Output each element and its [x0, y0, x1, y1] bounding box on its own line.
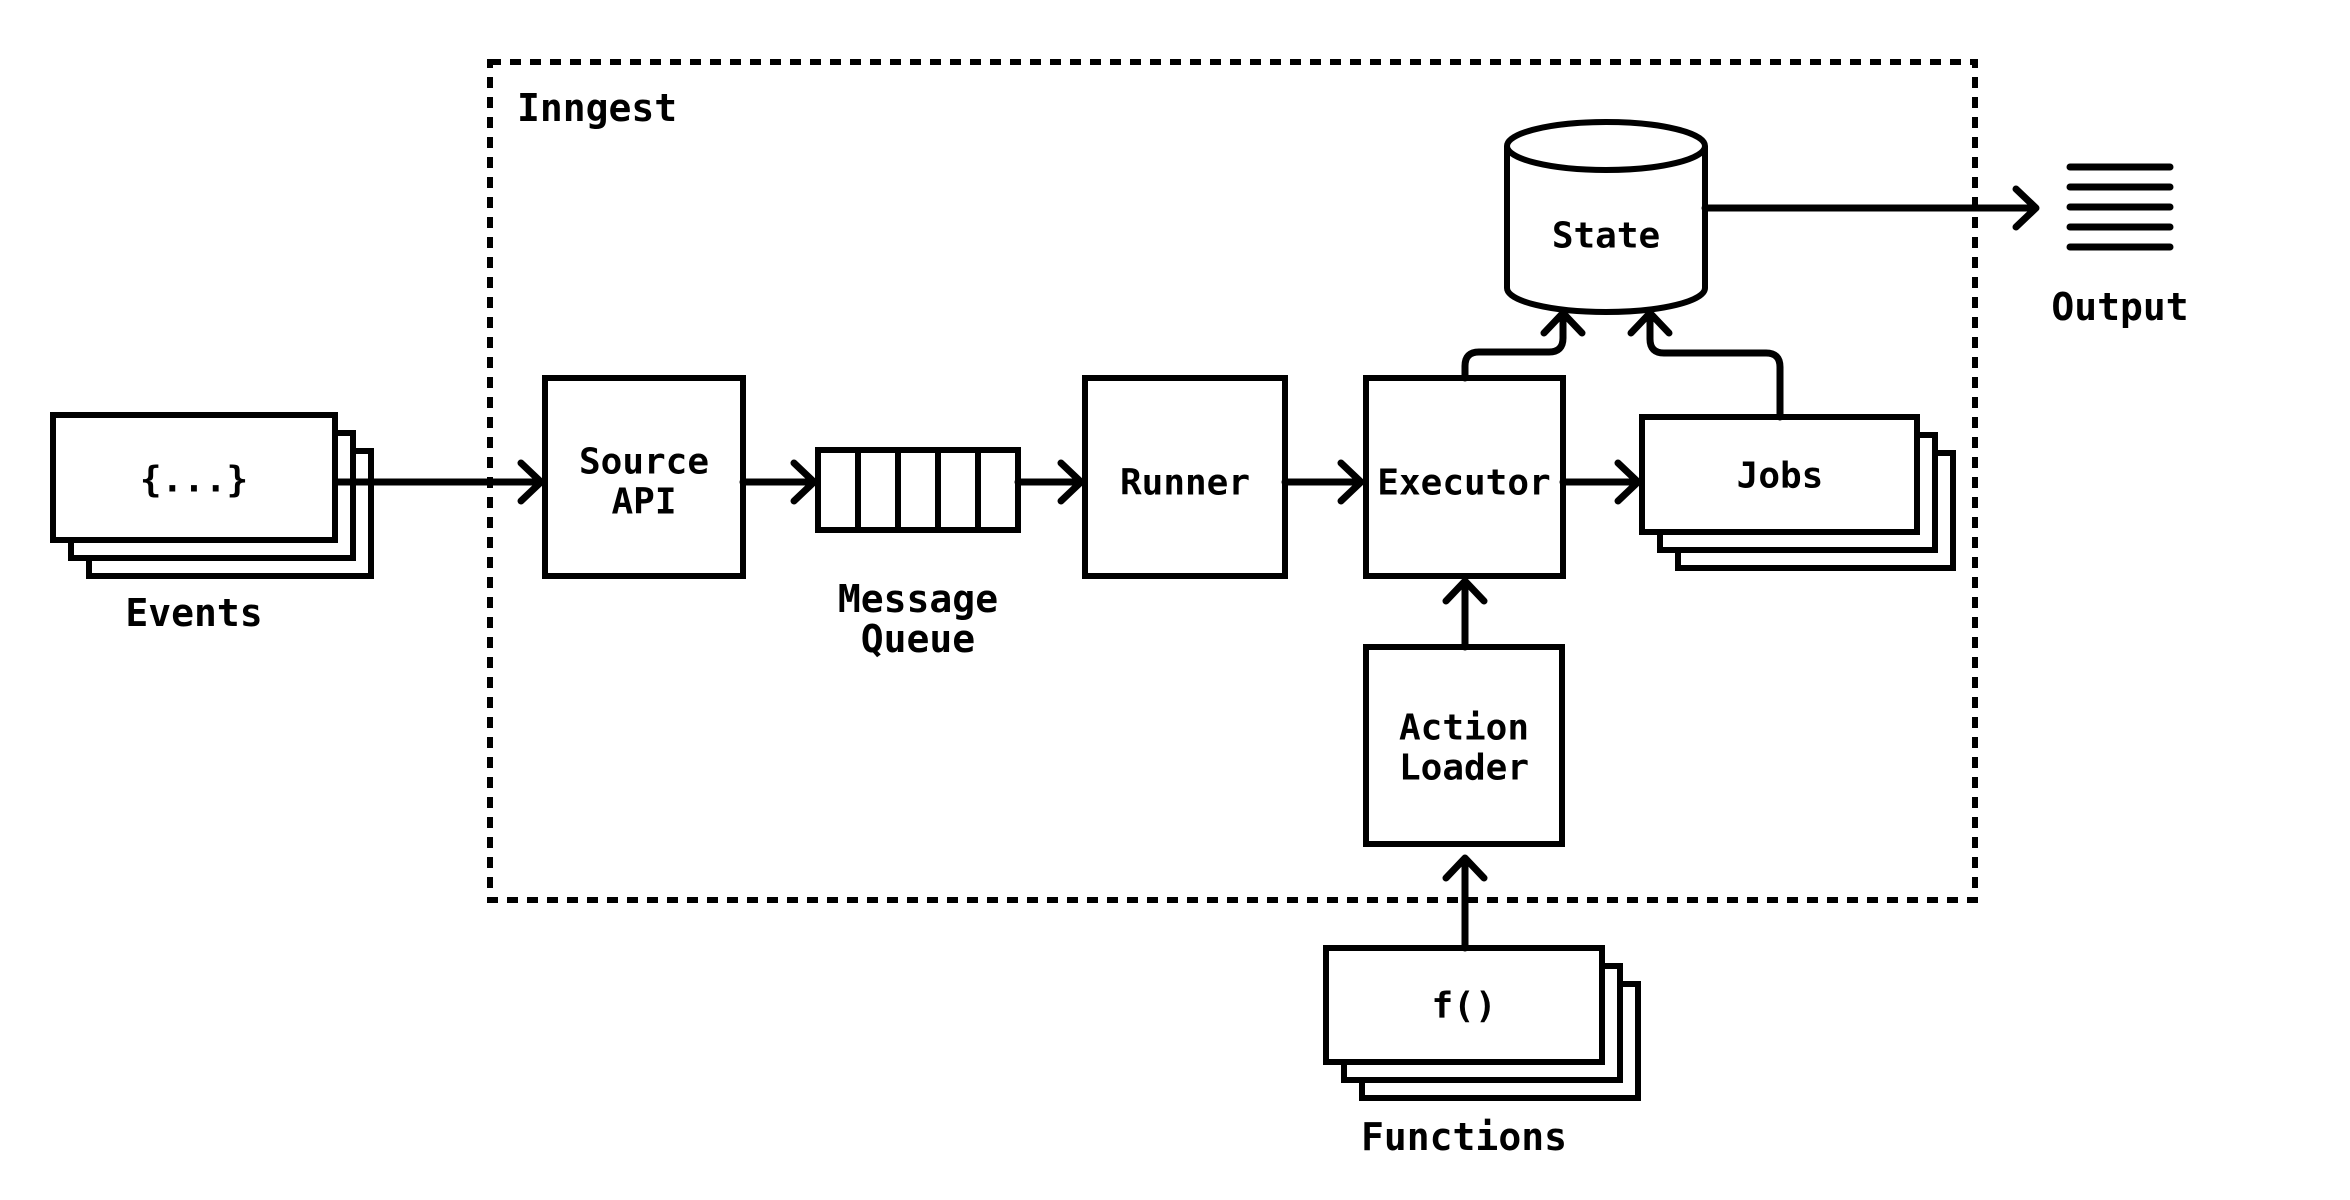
arrowhead-right-icon [1057, 459, 1085, 505]
node-action-loader: Action Loader [1363, 644, 1565, 847]
arrowhead-right-icon [790, 459, 818, 505]
source-api-label-line1: Source [579, 442, 709, 483]
action-loader-box [1363, 644, 1565, 847]
runner-box [1082, 375, 1288, 579]
arrow-executor-to-state [1461, 309, 1586, 382]
runner-label: Runner [1120, 463, 1250, 504]
node-executor: Executor [1363, 375, 1566, 579]
arrow-runner-to-executor [1281, 459, 1365, 505]
node-functions: f() Functions [1323, 945, 1641, 1159]
executor-box [1363, 375, 1566, 579]
arrow-shaft [1646, 314, 1784, 421]
state-cylinder-body [1504, 146, 1708, 315]
arrowhead-right-icon [1337, 459, 1365, 505]
arrowhead-up-icon [1627, 309, 1673, 337]
arrow-jobs-to-state [1627, 309, 1784, 421]
node-source-api: Source API [542, 375, 746, 579]
arrowhead-up-icon [1540, 309, 1586, 337]
message-queue-caption-line1: Message [838, 577, 998, 621]
state-label: State [1552, 216, 1660, 257]
node-jobs: Jobs [1639, 414, 1956, 571]
inngest-boundary-label: Inngest [517, 86, 677, 130]
events-box [50, 412, 338, 543]
jobs-box [1639, 414, 1920, 535]
arrow-shaft [1461, 314, 1567, 382]
events-caption: Events [125, 591, 262, 635]
arrowhead-right-icon [517, 459, 545, 505]
arrowhead-right-icon [2012, 185, 2040, 231]
arrow-events-to-source-api [333, 459, 545, 505]
arrow-executor-to-jobs [1559, 459, 1642, 505]
message-queue-box [815, 447, 1021, 533]
message-queue-caption-line2: Queue [861, 617, 975, 661]
arrowhead-up-icon [1442, 854, 1488, 882]
output-icon [2066, 163, 2174, 251]
source-api-box [542, 375, 746, 579]
functions-box [1323, 945, 1605, 1065]
node-events: {...} Events [50, 412, 374, 635]
functions-caption: Functions [1361, 1115, 1567, 1159]
arrowhead-up-icon [1442, 577, 1488, 605]
jobs-label: Jobs [1737, 456, 1824, 497]
arrow-functions-to-action-loader [1442, 854, 1488, 952]
functions-code: f() [1431, 986, 1496, 1027]
state-cylinder-top [1504, 119, 1708, 173]
arrowhead-right-icon [1614, 459, 1642, 505]
events-code: {...} [140, 460, 248, 501]
executor-label: Executor [1377, 463, 1550, 504]
arrow-message-queue-to-runner [1014, 459, 1085, 505]
arrow-action-loader-to-executor [1442, 577, 1488, 651]
output-caption: Output [2051, 285, 2188, 329]
action-loader-label-line2: Loader [1399, 748, 1529, 789]
node-state: State [1504, 119, 1708, 315]
arrow-state-to-output [1701, 185, 2040, 231]
action-loader-label-line1: Action [1399, 708, 1529, 749]
source-api-label-line2: API [611, 482, 676, 523]
node-runner: Runner [1082, 375, 1288, 579]
arrow-source-api-to-message-queue [739, 459, 818, 505]
node-message-queue: Message Queue [815, 447, 1021, 661]
